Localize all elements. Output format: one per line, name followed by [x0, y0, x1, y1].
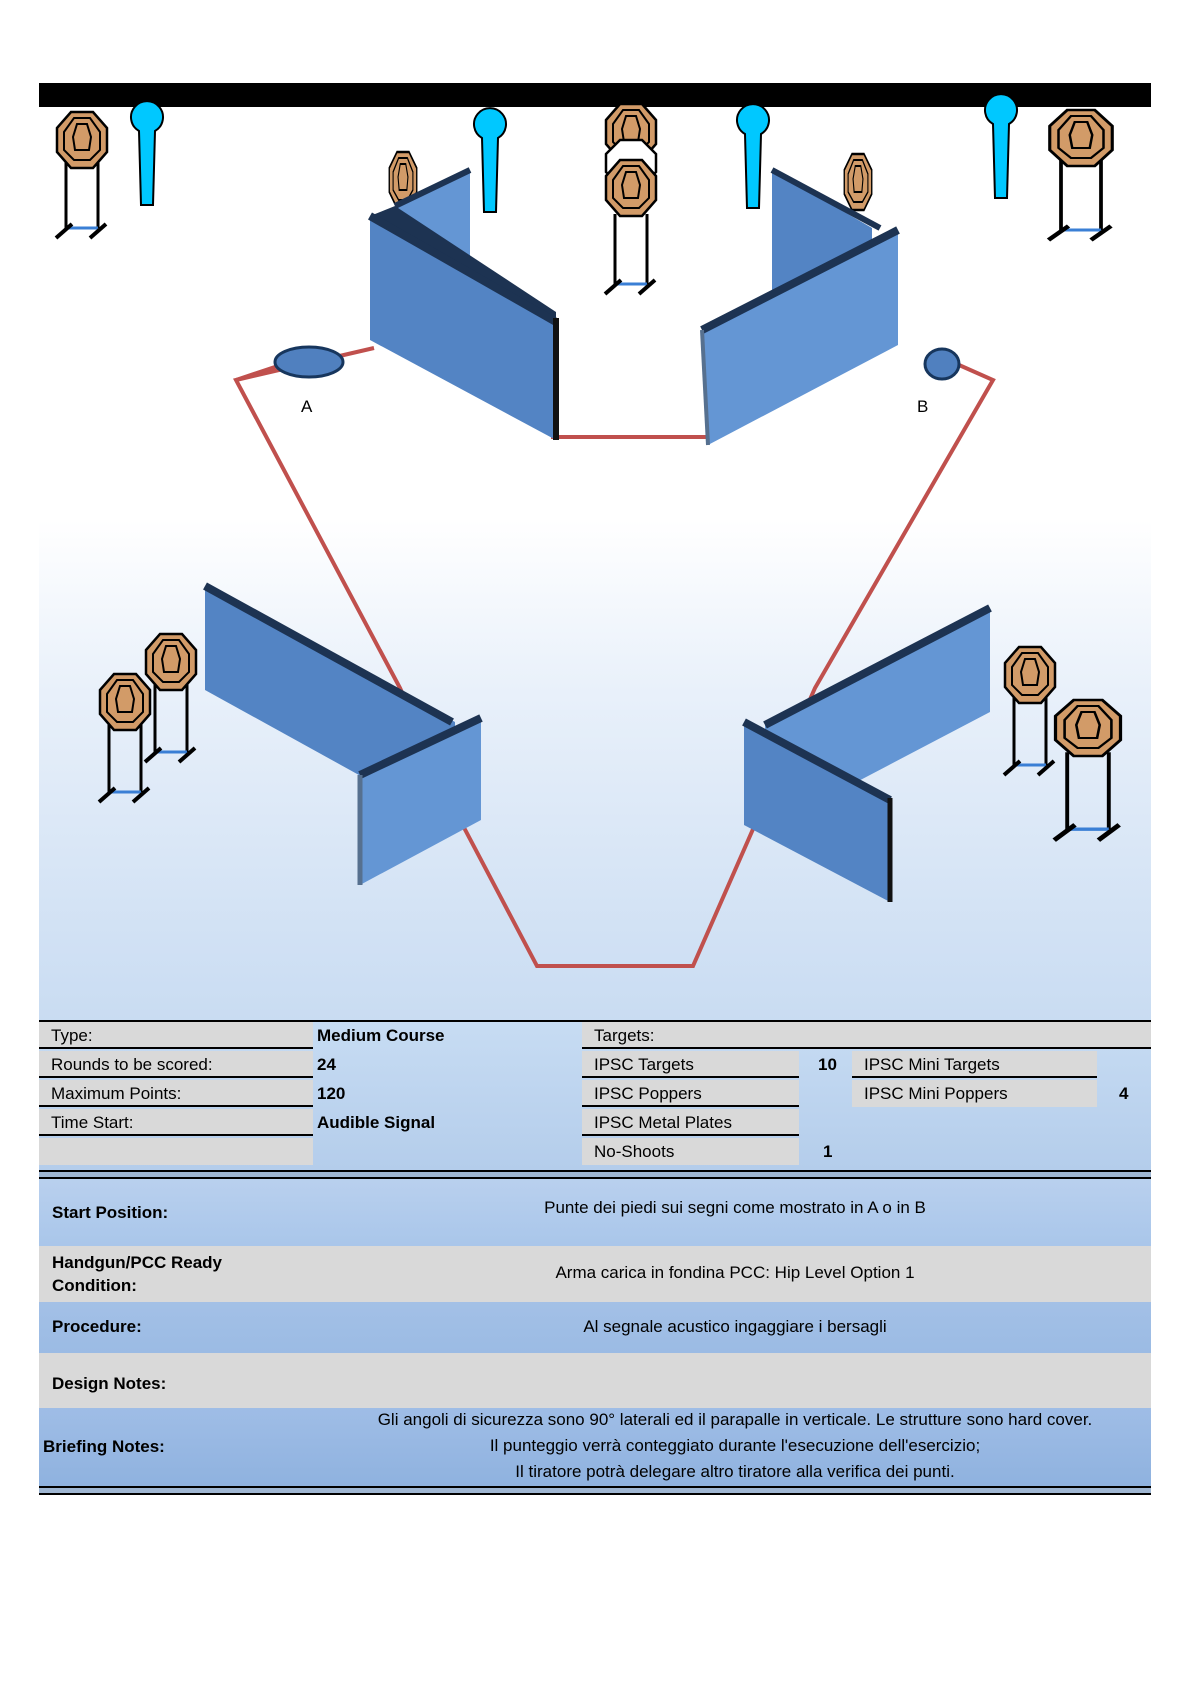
target-left-front: [97, 672, 152, 804]
briefing-note-line: Il tiratore potrà delegare altro tirator…: [515, 1462, 955, 1481]
briefing-note-line: Il punteggio verrà conteggiato durante l…: [489, 1436, 981, 1455]
start-position-label: Start Position:: [52, 1203, 169, 1222]
start-marker-b-label: B: [917, 397, 928, 416]
target-top-center-stack: [603, 102, 658, 296]
type-value: Medium Course: [317, 1026, 445, 1045]
procedure-label: Procedure:: [52, 1317, 142, 1336]
target-type-label: IPSC Metal Plates: [582, 1109, 799, 1136]
targets-header: Targets:: [582, 1022, 1151, 1049]
max-points-label: Maximum Points:: [39, 1080, 313, 1107]
double-divider-bottom: [39, 1486, 1151, 1495]
popper-top-right: [984, 93, 1018, 199]
wall-top-right: [700, 167, 900, 446]
ready-condition-label-line2: Condition:: [52, 1276, 137, 1295]
mini-target-label: IPSC Mini Targets: [852, 1051, 1097, 1078]
mini-target-label: IPSC Mini Poppers: [852, 1080, 1097, 1107]
target-type-label: No-Shoots: [582, 1138, 799, 1165]
time-start-label: Time Start:: [39, 1109, 313, 1136]
blank-label: [39, 1138, 313, 1165]
stage-info: Type: Medium Course Rounds to be scored:…: [39, 1020, 1151, 1495]
procedure-value: Al segnale acustico ingaggiare i bersagl…: [583, 1317, 887, 1336]
popper-top-left: [130, 100, 164, 206]
double-divider: [39, 1170, 1151, 1179]
popper-top-right-center: [736, 103, 770, 209]
target-top-right-center: [843, 152, 873, 212]
target-right-front: [1054, 698, 1123, 840]
briefing-notes-row: Briefing Notes: Gli angoli di sicurezza …: [39, 1408, 1151, 1486]
design-notes-row: Design Notes:: [39, 1353, 1151, 1408]
start-marker-b: [923, 347, 961, 381]
start-position-value: Punte dei piedi sui segni come mostrato …: [544, 1198, 926, 1217]
fault-line: [233, 346, 996, 968]
ready-condition-row: Handgun/PCC Ready Condition: Arma carica…: [39, 1246, 1151, 1302]
briefing-notes-label: Briefing Notes:: [43, 1437, 165, 1456]
start-position-row: Start Position: Punte dei piedi sui segn…: [39, 1179, 1151, 1246]
rounds-label: Rounds to be scored:: [39, 1051, 313, 1078]
mini-target-count: 4: [1119, 1084, 1129, 1103]
target-type-count: 10: [818, 1055, 837, 1074]
start-marker-a-label: A: [301, 397, 313, 416]
wall-bottom-left: [203, 582, 483, 885]
type-label: Type:: [39, 1022, 313, 1049]
procedure-row: Procedure: Al segnale acustico ingaggiar…: [39, 1302, 1151, 1353]
target-type-label: IPSC Targets: [582, 1051, 799, 1078]
design-notes-label: Design Notes:: [52, 1374, 167, 1393]
ready-condition-value: Arma carica in fondina PCC: Hip Level Op…: [555, 1263, 915, 1282]
briefing-note-line: Gli angoli di sicurezza sono 90° lateral…: [377, 1410, 1093, 1429]
backstop-bar: [39, 83, 1151, 107]
time-start-value: Audible Signal: [317, 1113, 436, 1132]
popper-top-left-center: [473, 107, 507, 213]
ready-condition-label-line1: Handgun/PCC Ready: [52, 1253, 223, 1272]
target-left-rear: [143, 632, 198, 764]
summary-grid: Type: Medium Course Rounds to be scored:…: [39, 1020, 1151, 1170]
target-type-count: 1: [823, 1142, 833, 1161]
target-top-left: [54, 110, 109, 240]
max-points-value: 120: [317, 1084, 346, 1103]
target-right-rear: [1002, 645, 1057, 777]
target-type-label: IPSC Poppers: [582, 1080, 799, 1107]
rounds-value: 24: [317, 1055, 336, 1074]
stage-diagram: A B: [39, 83, 1151, 968]
start-marker-a: [273, 345, 345, 379]
wall-top-left: [368, 167, 559, 440]
wall-bottom-right: [742, 604, 992, 902]
target-top-right: [1049, 108, 1114, 240]
